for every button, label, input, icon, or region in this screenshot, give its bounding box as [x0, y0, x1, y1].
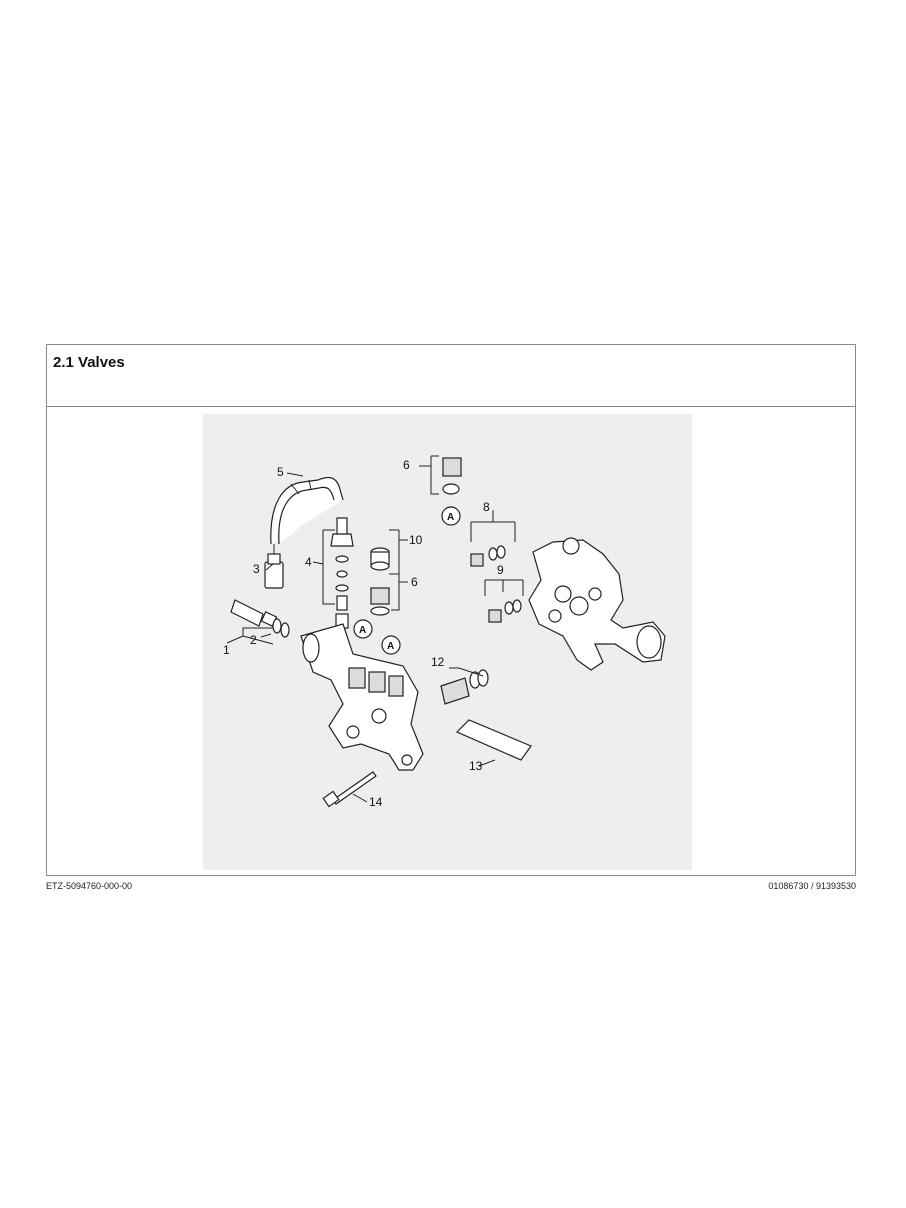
part-number-14: 14	[369, 795, 383, 809]
part-number-12: 12	[431, 655, 445, 669]
pump-head-left	[300, 623, 424, 771]
part-number-4: 4	[305, 555, 312, 569]
plug-part	[370, 547, 390, 571]
exploded-view-drawing: A A A	[203, 414, 692, 870]
valve-part-middle	[370, 587, 390, 616]
seal-plate-part	[455, 719, 532, 761]
title-row: 2.1 Valves	[47, 345, 855, 407]
leader-lines	[226, 455, 524, 803]
part-number-6-middle: 6	[411, 575, 418, 589]
document-id: ETZ-5094760-000-00	[46, 881, 133, 891]
part-number-6-top: 6	[403, 458, 410, 472]
bolt-part	[322, 771, 377, 808]
valves-exploded-diagram: A A A	[223, 455, 666, 809]
valve-parts-8-9	[470, 545, 522, 623]
filter-part	[264, 544, 284, 589]
part-number-2: 2	[250, 633, 257, 647]
reference-marks: A A A	[353, 506, 461, 655]
svg-text:A: A	[387, 641, 394, 652]
parts-table: 2.1 Valves	[46, 344, 856, 876]
part-number-10: 10	[409, 533, 423, 547]
part-number-9: 9	[497, 563, 504, 577]
hose-part	[270, 476, 344, 545]
part-number-8: 8	[483, 500, 490, 514]
part-number-3: 3	[253, 562, 260, 576]
svg-text:A: A	[447, 512, 454, 523]
valve-part-top	[442, 457, 462, 495]
part-number-1: 1	[223, 643, 230, 657]
pump-head-right	[528, 537, 666, 671]
connector-part	[230, 599, 290, 638]
part-number-labels: 5 3 4 1 2 10 6 6 8 9 12 13 14	[223, 458, 504, 809]
valve-part-12	[440, 669, 489, 705]
part-reference-numbers: 01086730 / 91393530	[768, 881, 856, 891]
part-number-5: 5	[277, 465, 284, 479]
valve-stack-part	[330, 517, 354, 629]
part-number-13: 13	[469, 759, 483, 773]
section-title: 2.1 Valves	[53, 354, 125, 371]
svg-text:A: A	[359, 625, 366, 636]
